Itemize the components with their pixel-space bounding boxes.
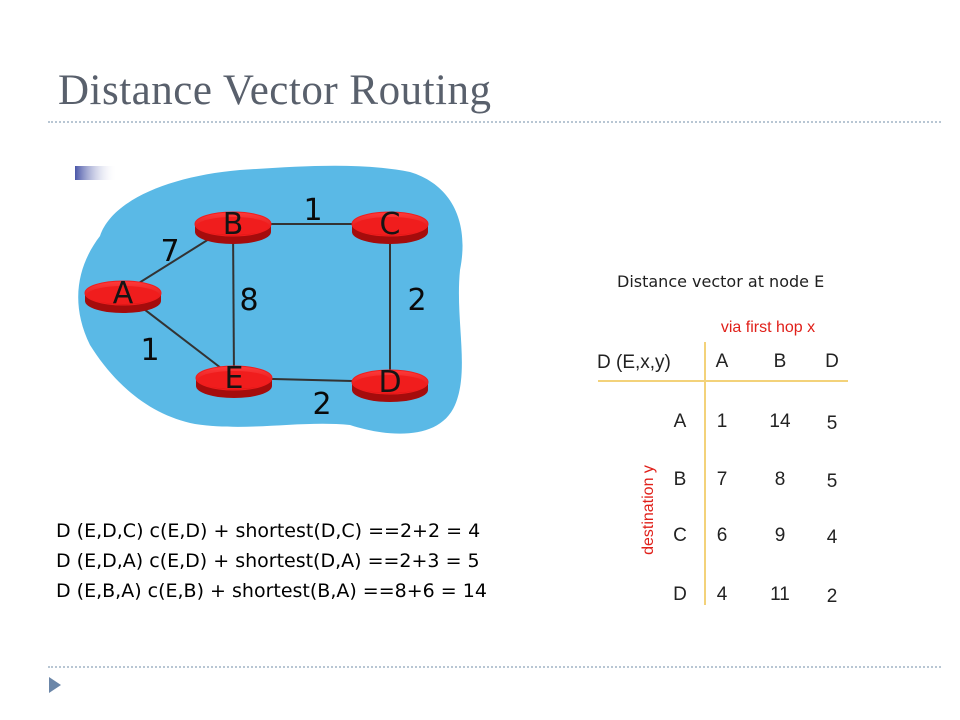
equations-block: D (E,D,C) c(E,D) + shortest(D,C) ==2+2 =… <box>56 516 487 606</box>
table-cell: 9 <box>775 525 786 546</box>
column-header-d: D <box>825 351 839 372</box>
weights-layer: 7 1 8 2 1 2 <box>140 193 426 422</box>
row-header-a: A <box>674 411 687 432</box>
edge-weight-a-b: 7 <box>160 234 179 269</box>
table-cell: 7 <box>717 469 728 490</box>
router-label-b: B <box>223 207 244 242</box>
row-header-c: C <box>673 525 687 546</box>
router-node-e: E <box>195 361 273 398</box>
equation-line: D (E,D,A) c(E,D) + shortest(D,A) ==2+3 =… <box>56 550 480 572</box>
bullet-bar-icon <box>75 166 117 180</box>
equation-line: D (E,D,C) c(E,D) + shortest(D,C) ==2+2 =… <box>56 520 481 542</box>
router-node-a: A <box>84 276 162 313</box>
router-node-c: C <box>351 207 429 244</box>
table-cell: 6 <box>717 525 728 546</box>
edge-b-e <box>232 223 235 379</box>
bullet-arrow-icon <box>49 677 61 693</box>
table-cell: 2 <box>827 586 838 607</box>
table-cell: 4 <box>827 527 838 548</box>
router-node-b: B <box>194 207 272 244</box>
table-header-label: D (E,x,y) <box>597 352 671 373</box>
router-label-e: E <box>225 361 244 396</box>
edge-weight-c-d: 2 <box>407 283 426 318</box>
equation-line: D (E,B,A) c(E,B) + shortest(B,A) ==8+6 =… <box>56 580 487 602</box>
row-header-b: B <box>674 469 687 490</box>
table-cell: 1 <box>717 411 728 432</box>
router-label-c: C <box>380 207 401 242</box>
footer-divider <box>48 666 941 668</box>
table-cell: 5 <box>827 413 838 434</box>
destination-label: destination y <box>640 465 657 555</box>
edge-weight-e-d: 2 <box>312 387 331 422</box>
table-cell: 8 <box>775 469 786 490</box>
router-node-d: D <box>351 365 429 402</box>
row-header-d: D <box>673 584 687 605</box>
table-cell: 5 <box>827 471 838 492</box>
edge-weight-b-c: 1 <box>303 193 322 228</box>
table-cell: 11 <box>770 584 790 605</box>
column-header-b: B <box>774 351 787 372</box>
router-label-d: D <box>378 365 401 400</box>
router-label-a: A <box>113 276 134 311</box>
table-cell: 14 <box>769 411 791 432</box>
edge-weight-a-e: 1 <box>140 333 159 368</box>
distance-vector-caption: Distance vector at node E <box>617 272 825 291</box>
page-title: Distance Vector Routing <box>58 67 492 114</box>
title-divider <box>48 121 941 123</box>
nodes-layer: A B C D E <box>84 207 429 402</box>
table-cell: 4 <box>717 584 728 605</box>
edge-weight-b-e: 8 <box>239 283 258 318</box>
via-first-hop-label: via first hop x <box>721 319 815 336</box>
column-header-a: A <box>716 351 729 372</box>
